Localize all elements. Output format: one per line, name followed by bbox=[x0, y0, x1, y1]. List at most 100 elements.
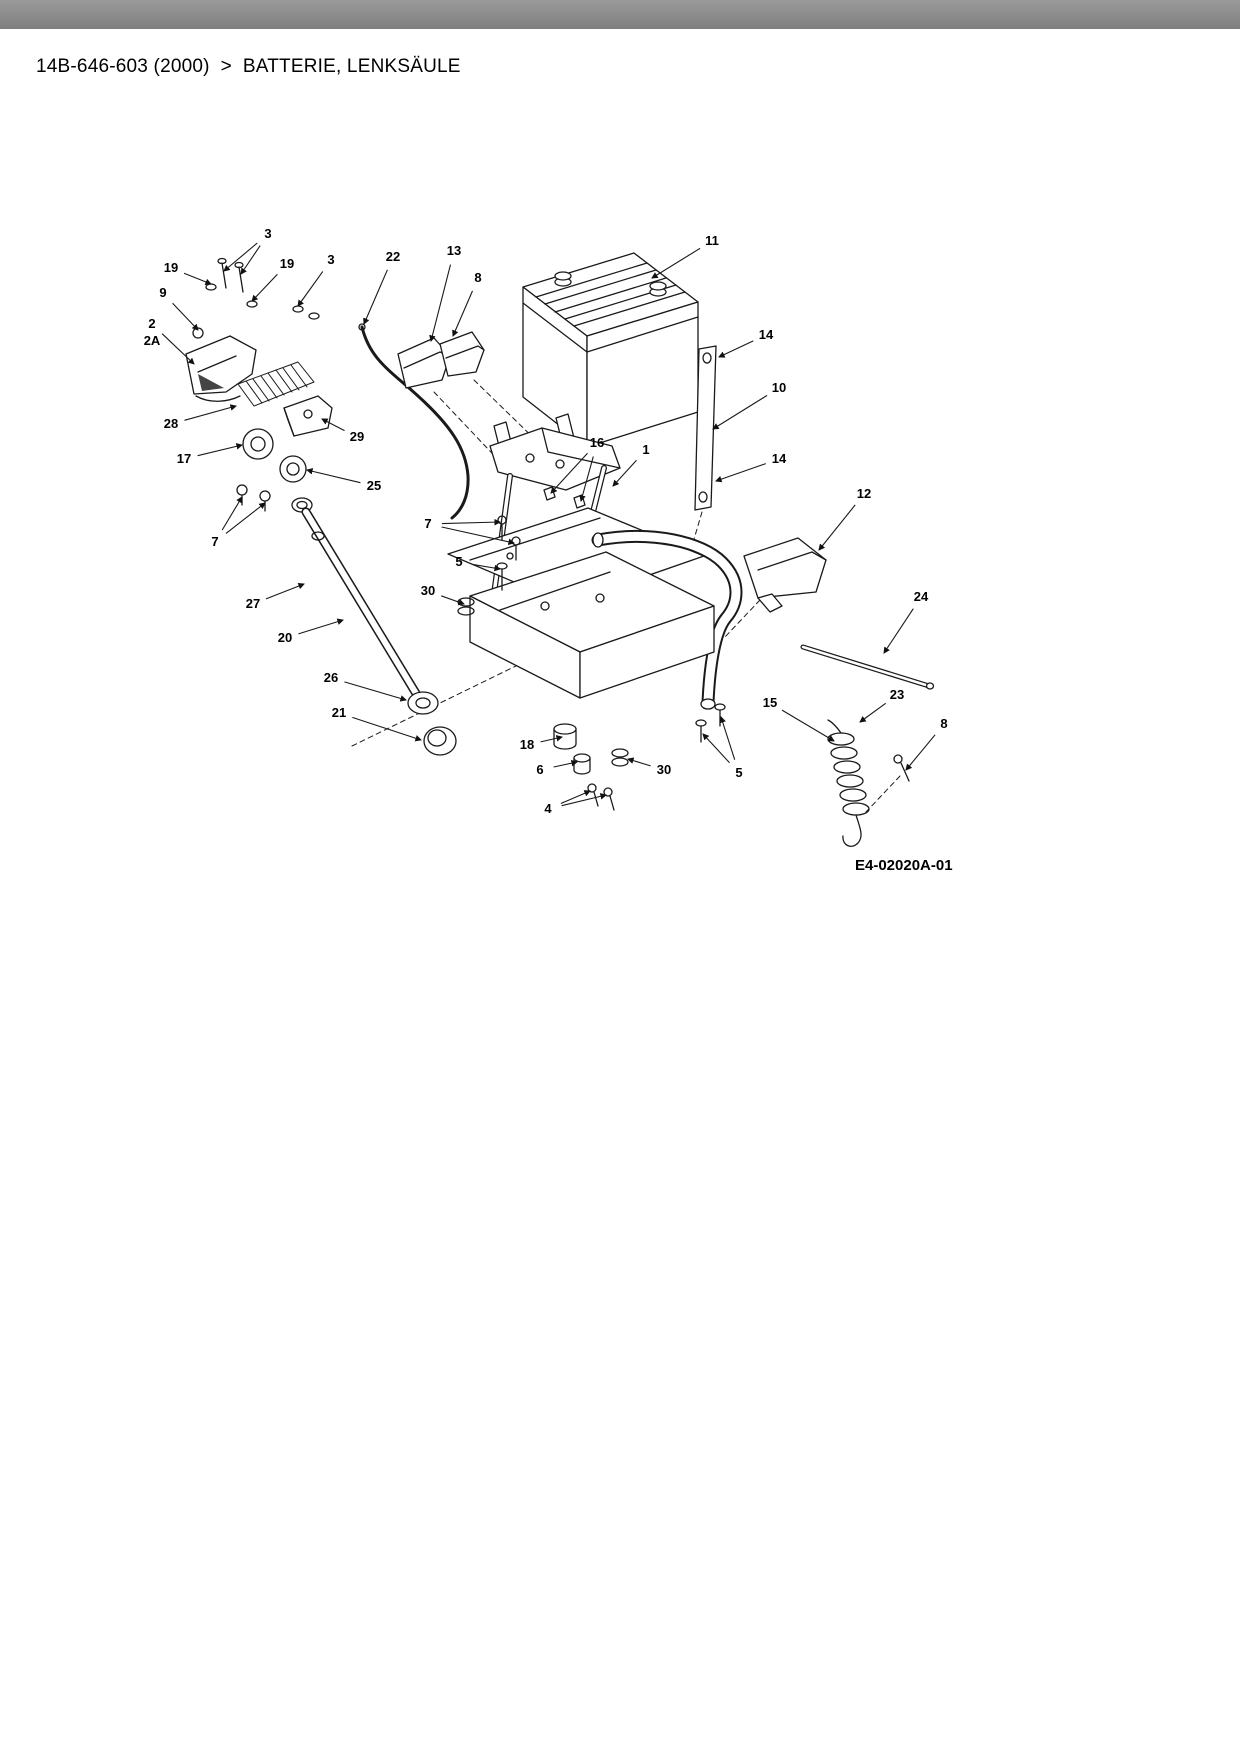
part-callout-23: 23 bbox=[890, 687, 904, 702]
callout-leader-29 bbox=[321, 418, 345, 432]
part-callout-25: 25 bbox=[367, 478, 381, 493]
part-callout-27: 27 bbox=[246, 596, 260, 611]
part-callout-21: 21 bbox=[332, 705, 346, 720]
diagram-code: E4-02020A-01 bbox=[855, 857, 953, 874]
spring-drawing bbox=[827, 719, 870, 847]
part-callout-5: 5 bbox=[455, 554, 462, 569]
part-callout-12: 12 bbox=[857, 486, 871, 501]
part-callout-10: 10 bbox=[772, 380, 786, 395]
part-callout-3: 3 bbox=[264, 226, 271, 241]
part-callout-11: 11 bbox=[705, 233, 719, 248]
callout-leader-8 bbox=[905, 734, 936, 771]
callout-leader-7 bbox=[441, 526, 515, 546]
bushing-drawing bbox=[242, 428, 274, 460]
part-callout-14: 14 bbox=[772, 451, 787, 466]
part-callout-6: 6 bbox=[536, 762, 543, 777]
callout-leader-5 bbox=[719, 716, 736, 760]
callout-layer: 3 19 19 3 22 13 8 11 9 2 2A 14 10 28 29 17 16 1 14 25 12 7 7 5 3… bbox=[144, 226, 948, 816]
tie-rod-drawing bbox=[800, 644, 935, 690]
callout-leader-30 bbox=[441, 595, 465, 606]
callout-leader-24 bbox=[883, 608, 914, 654]
part-callout-22: 22 bbox=[386, 249, 400, 264]
part-callout-30: 30 bbox=[421, 583, 435, 598]
callout-leader-20 bbox=[298, 618, 344, 635]
callout-leader-3 bbox=[223, 242, 258, 272]
part-callout-8: 8 bbox=[474, 270, 481, 285]
part-callout-14: 14 bbox=[759, 327, 774, 342]
callout-leader-10 bbox=[712, 394, 768, 430]
callout-leader-13 bbox=[429, 264, 452, 342]
part-callout-20: 20 bbox=[278, 630, 292, 645]
part-callout-2A: 2A bbox=[144, 333, 161, 348]
bent-rod-drawing bbox=[358, 323, 470, 520]
callout-leader-7 bbox=[225, 502, 266, 534]
bearing-drawing bbox=[279, 455, 307, 483]
part-callout-7: 7 bbox=[424, 516, 431, 531]
part-callout-13: 13 bbox=[447, 243, 461, 258]
part-callout-3: 3 bbox=[327, 252, 334, 267]
callout-leader-1 bbox=[612, 459, 637, 487]
part-callout-28: 28 bbox=[164, 416, 178, 431]
callout-leader-23 bbox=[859, 702, 887, 723]
frame-drawing bbox=[447, 413, 743, 710]
callout-leader-5 bbox=[702, 733, 730, 764]
steering-shaft-drawing bbox=[291, 497, 457, 756]
fastener-set-top-left-drawing bbox=[192, 257, 320, 339]
callout-leader-22 bbox=[363, 269, 388, 325]
mount-block-drawing bbox=[283, 395, 333, 437]
part-callout-7: 7 bbox=[211, 534, 218, 549]
pedal-brackets-drawing bbox=[397, 331, 485, 389]
callout-leader-7 bbox=[441, 518, 501, 526]
part-callout-9: 9 bbox=[159, 285, 166, 300]
part-callout-2: 2 bbox=[148, 316, 155, 331]
callout-leader-19 bbox=[183, 272, 212, 285]
part-callout-17: 17 bbox=[177, 451, 191, 466]
part-callout-19: 19 bbox=[280, 256, 294, 271]
steering-gear-drawing bbox=[237, 361, 315, 407]
callout-leader-15 bbox=[781, 709, 835, 742]
support-bracket-drawing bbox=[743, 537, 827, 613]
part-callout-19: 19 bbox=[164, 260, 178, 275]
callout-leader-16 bbox=[550, 452, 588, 494]
callout-leader-11 bbox=[651, 247, 701, 279]
spacer-set-drawing bbox=[553, 703, 726, 811]
battery-strap-drawing bbox=[694, 345, 717, 511]
callout-leader-27 bbox=[265, 582, 305, 600]
part-callout-8: 8 bbox=[940, 716, 947, 731]
callout-leader-14 bbox=[718, 340, 754, 358]
part-callout-26: 26 bbox=[324, 670, 338, 685]
callout-leader-25 bbox=[306, 468, 361, 484]
callout-leader-14 bbox=[715, 463, 766, 483]
part-callout-18: 18 bbox=[520, 737, 534, 752]
callout-leader-17 bbox=[197, 443, 243, 457]
part-callout-4: 4 bbox=[544, 801, 552, 816]
callout-leader-7 bbox=[221, 496, 243, 531]
steering-cover-drawing bbox=[185, 335, 257, 402]
callout-leader-19 bbox=[251, 273, 278, 302]
callout-leader-3 bbox=[240, 245, 261, 275]
part-callout-16: 16 bbox=[590, 435, 604, 450]
callout-leader-26 bbox=[344, 681, 407, 702]
callout-leader-9 bbox=[172, 302, 199, 331]
callout-leader-28 bbox=[184, 404, 237, 421]
callout-leader-2 bbox=[161, 333, 195, 365]
callout-leader-12 bbox=[818, 504, 856, 551]
part-callout-15: 15 bbox=[763, 695, 777, 710]
callout-leader-30 bbox=[627, 757, 651, 767]
callout-leader-8 bbox=[452, 290, 474, 337]
part-callout-29: 29 bbox=[350, 429, 364, 444]
header-bar bbox=[0, 0, 1240, 29]
callout-leader-6 bbox=[553, 759, 578, 768]
callout-leader-21 bbox=[352, 716, 422, 742]
callout-leader-3 bbox=[297, 271, 324, 307]
part-callout-5: 5 bbox=[735, 765, 742, 780]
page-title: 14B-646-603 (2000) > BATTERIE, LENKSÄULE bbox=[36, 56, 461, 77]
callout-leader-5 bbox=[472, 563, 501, 572]
bolt-drawing bbox=[893, 754, 910, 782]
part-callout-1: 1 bbox=[642, 442, 649, 457]
part-callout-24: 24 bbox=[914, 589, 929, 604]
callout-leader-16 bbox=[579, 456, 594, 502]
battery-drawing bbox=[522, 252, 699, 448]
